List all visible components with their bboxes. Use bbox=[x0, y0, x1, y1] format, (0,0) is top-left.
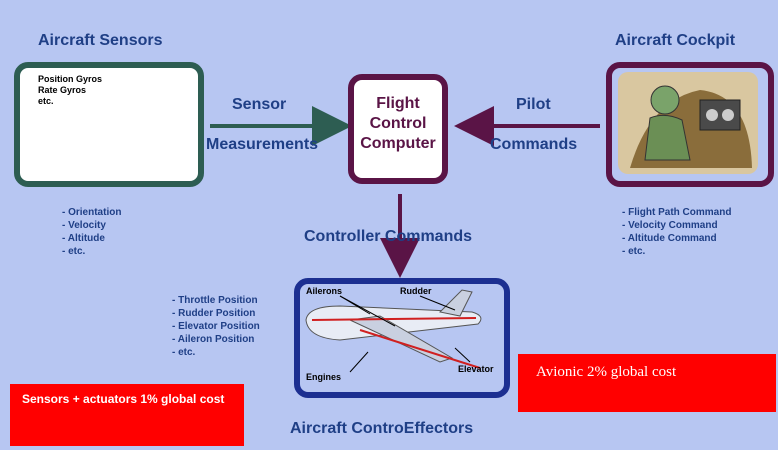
cockpit-box bbox=[606, 62, 774, 187]
effector-bullet: - Rudder Position bbox=[172, 308, 256, 319]
sensor-bullet: - Velocity bbox=[62, 220, 106, 231]
fcc-line-3: Computer bbox=[360, 135, 436, 152]
cockpit-bullet: - etc. bbox=[622, 246, 646, 257]
cockpit-title: Aircraft Cockpit bbox=[615, 32, 736, 49]
effector-bullets: - Throttle Position - Rudder Position - … bbox=[172, 294, 260, 359]
sensor-arrow-label: Sensor bbox=[232, 96, 287, 113]
cockpit-pilot-icon bbox=[618, 72, 758, 174]
effector-bullet: - etc. bbox=[172, 347, 196, 358]
commands-arrow-label: Commands bbox=[490, 136, 578, 153]
effectors-title: Aircraft ControEffectors bbox=[290, 420, 474, 437]
fcc-line-1: Flight bbox=[376, 95, 420, 112]
flight-control-computer-box: Flight Control Computer bbox=[348, 74, 448, 184]
gyro-label-3: etc. bbox=[38, 96, 54, 106]
sensor-bullets: - Orientation - Velocity - Altitude - et… bbox=[62, 206, 121, 258]
sensors-box bbox=[14, 62, 204, 187]
pilot-arrow-label: Pilot bbox=[516, 96, 551, 113]
effectors-box bbox=[294, 278, 510, 398]
gyro-labels: Position Gyros Rate Gyros etc. bbox=[38, 74, 102, 107]
flight-control-computer-label: Flight Control Computer bbox=[354, 94, 442, 154]
sensor-bullet: - Altitude bbox=[62, 233, 105, 244]
effector-bullet: - Throttle Position bbox=[172, 295, 258, 306]
sensors-cost-note: Sensors + actuators 1% global cost bbox=[10, 384, 244, 446]
ailerons-label: Ailerons bbox=[306, 286, 343, 296]
sensors-cost-text: Sensors + actuators 1% global cost bbox=[22, 392, 225, 406]
avionic-cost-text: Avionic 2% global cost bbox=[536, 364, 677, 380]
effector-bullet: - Elevator Position bbox=[172, 321, 260, 332]
effector-airplane-icon bbox=[305, 289, 482, 373]
avionic-cost-note: Avionic 2% global cost bbox=[518, 354, 776, 412]
effector-bullet: - Aileron Position bbox=[172, 334, 255, 345]
engines-label: Engines bbox=[306, 372, 342, 382]
gyro-label-2: Rate Gyros bbox=[38, 85, 87, 95]
cockpit-bullet: - Velocity Command bbox=[622, 220, 718, 231]
controller-commands-label: Controller Commands bbox=[304, 228, 473, 245]
elevator-label: Elevator bbox=[458, 364, 494, 374]
sensors-title: Aircraft Sensors bbox=[38, 32, 163, 49]
sensor-bullet: - Orientation bbox=[62, 207, 122, 218]
fcc-line-2: Control bbox=[369, 115, 427, 132]
rudder-label: Rudder bbox=[400, 286, 432, 296]
gyro-label-1: Position Gyros bbox=[38, 74, 103, 84]
cockpit-bullet: - Altitude Command bbox=[622, 233, 717, 244]
cockpit-bullets: - Flight Path Command - Velocity Command… bbox=[622, 206, 731, 258]
sensor-bullet: - etc. bbox=[62, 246, 86, 257]
measurements-arrow-label: Measurements bbox=[206, 136, 319, 153]
cockpit-bullet: - Flight Path Command bbox=[622, 207, 732, 218]
